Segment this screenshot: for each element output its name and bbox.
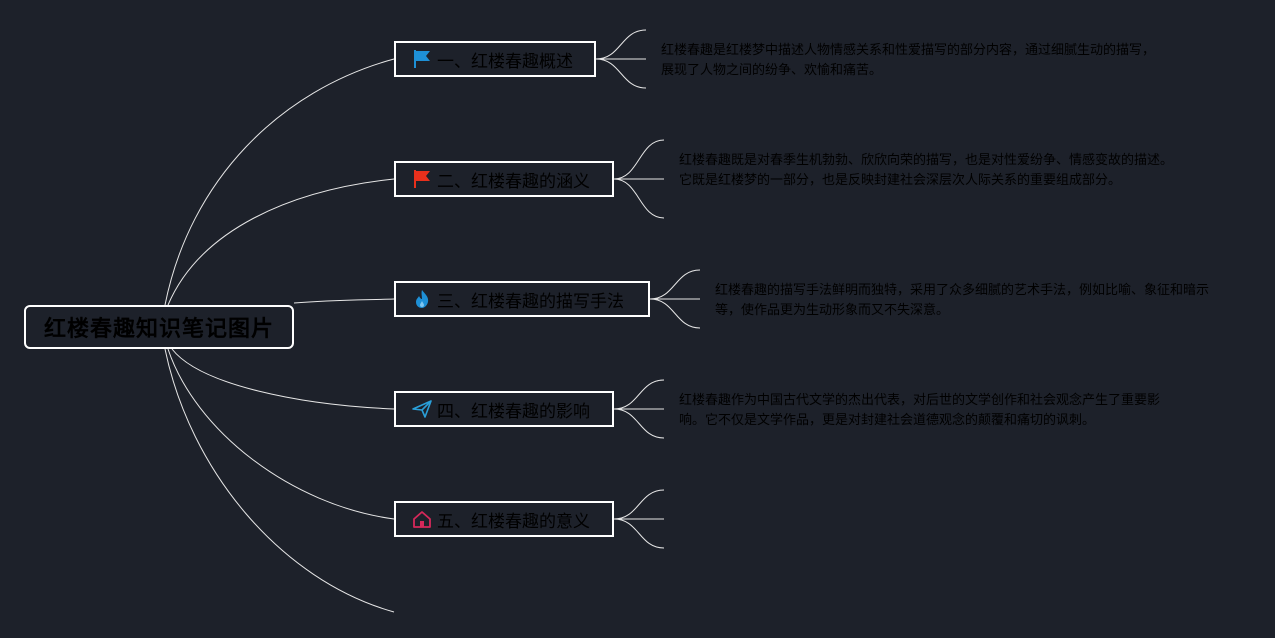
blue-flag-icon <box>412 49 432 69</box>
topic-influence[interactable]: 四、红楼春趣的影响 <box>394 391 614 427</box>
note-overview: 红楼春趣是红楼梦中描述人物情感关系和性爱描写的部分内容，通过细腻生动的描写，展现… <box>661 43 1156 78</box>
topic-significance[interactable]: 五、红楼春趣的意义 <box>394 501 614 537</box>
note-meaning: 红楼春趣既是对春季生机勃勃、欣欣向荣的描写，也是对性爱纷争、情感变故的描述。它既… <box>679 153 1174 188</box>
note-writing-technique: 红楼春趣的描写手法鲜明而独特，采用了众多细腻的艺术手法，例如比喻、象征和暗示等，… <box>715 283 1210 318</box>
red-flag-icon <box>412 169 432 189</box>
topic-overview[interactable]: 一、红楼春趣概述 <box>394 41 596 77</box>
note-influence: 红楼春趣作为中国古代文学的杰出代表，对后世的文学创作和社会观念产生了重要影响。它… <box>679 393 1161 428</box>
topic-label: 五、红楼春趣的意义 <box>437 511 590 532</box>
fire-icon <box>412 289 432 309</box>
root-topic[interactable]: 红楼春趣知识笔记图片 <box>24 305 294 349</box>
topic-meaning[interactable]: 二、红楼春趣的涵义 <box>394 161 614 197</box>
topic-label: 三、红楼春趣的描写手法 <box>437 291 624 312</box>
paper-plane-icon <box>412 399 432 419</box>
home-icon <box>412 509 432 529</box>
topic-writing-technique[interactable]: 三、红楼春趣的描写手法 <box>394 281 650 317</box>
topic-label: 四、红楼春趣的影响 <box>437 401 590 422</box>
topic-label: 二、红楼春趣的涵义 <box>437 171 590 192</box>
topic-label: 一、红楼春趣概述 <box>437 51 573 72</box>
